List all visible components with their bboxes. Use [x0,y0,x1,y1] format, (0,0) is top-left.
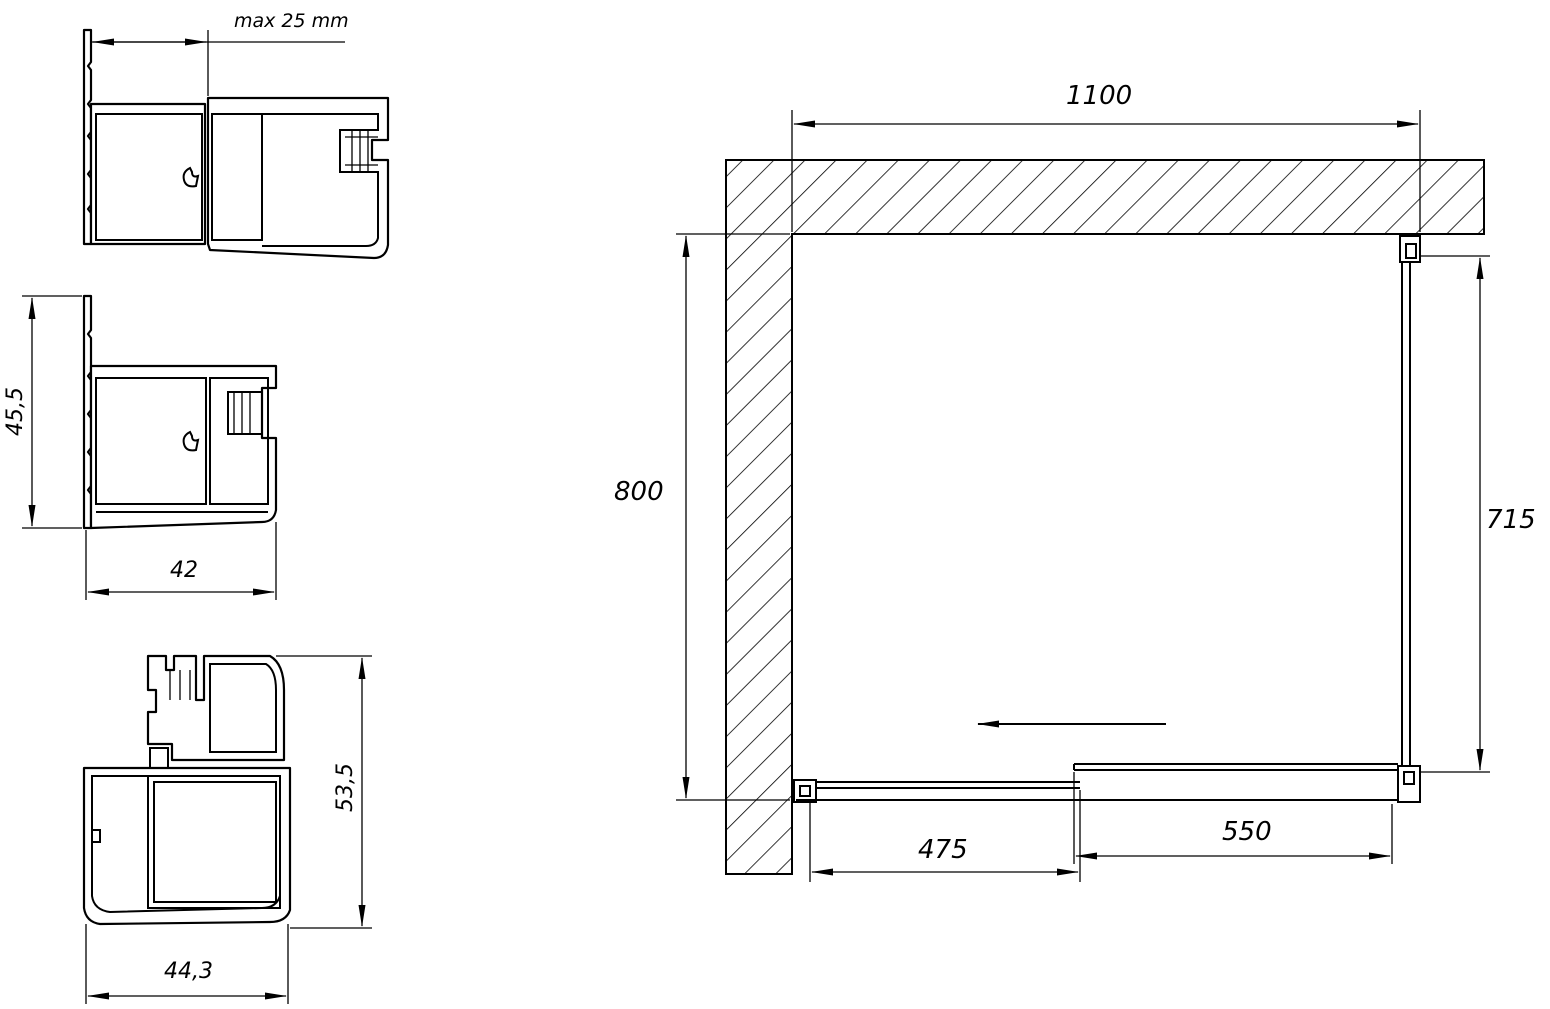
receiver-profile-top [206,96,390,260]
enclosure-plan-view: 1100 800 715 [614,81,1536,882]
max-gap-label: max 25 mm [234,10,349,32]
plan-sliding-door-label: 550 [1222,817,1272,847]
side-panel [1397,235,1421,803]
guide-profile-bottom [82,766,292,926]
profile-detail-middle: 45,5 42 [3,294,278,600]
plan-depth-label: 800 [614,477,664,507]
wall-profile-top [89,102,207,246]
front-door [793,763,1398,803]
plan-fixed-door-label: 475 [918,835,968,865]
profile-bottom-height-label: 53,5 [333,763,358,812]
profile-detail-bottom: 53,5 44,3 [82,654,372,1004]
plan-side-panel-label: 715 [1486,505,1536,535]
wall-profile-middle [89,364,278,530]
profile-middle-width-label: 42 [170,558,198,583]
profile-detail-top: max 25 mm [82,10,390,260]
profile-bottom-width-label: 44,3 [164,959,213,984]
plan-width-label: 1100 [1066,81,1132,111]
back-wall [725,159,1485,875]
profile-middle-height-label: 45,5 [3,387,28,436]
sliding-profile-bottom [146,654,286,762]
